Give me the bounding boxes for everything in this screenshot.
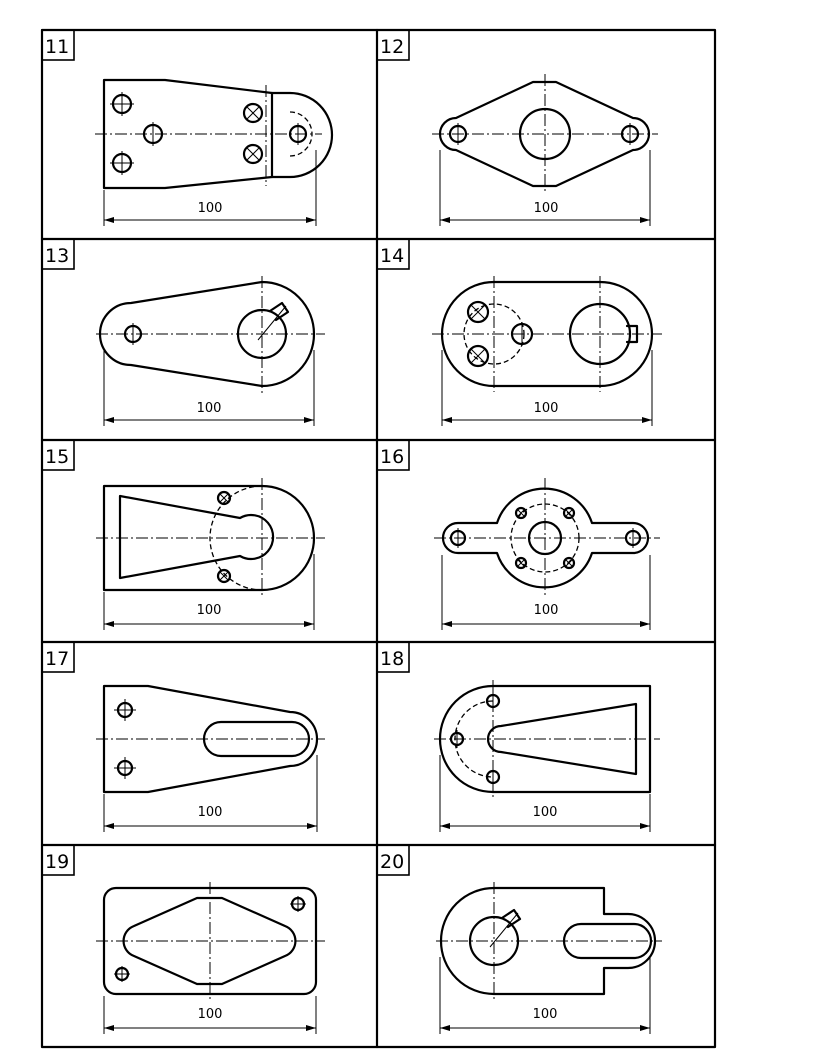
panel-number: 14 [380, 245, 404, 267]
hole [485, 692, 501, 710]
panel-number: 12 [380, 36, 404, 58]
part-outline [441, 487, 650, 589]
part-outline [98, 280, 316, 388]
hole [466, 300, 490, 324]
hole [514, 556, 528, 570]
hole [562, 556, 576, 570]
dimension-label: 100 [533, 1007, 558, 1022]
hole [216, 568, 232, 584]
dimension-line: 100 [439, 755, 651, 832]
hole [449, 730, 465, 748]
dimension-line: 100 [441, 555, 651, 630]
panel-number: 18 [380, 648, 404, 670]
panel-number: 16 [380, 446, 404, 468]
panel-number-box [376, 844, 410, 876]
slot [202, 720, 311, 758]
panel-15: 15 100 [41, 439, 325, 630]
hole [236, 308, 288, 360]
part-outline [438, 684, 652, 794]
dimension-label: 100 [198, 201, 223, 216]
hole [110, 92, 134, 116]
dimension-line: 100 [103, 996, 317, 1034]
dimension-label: 100 [197, 603, 222, 618]
keyway [625, 324, 639, 344]
inner-cutout [122, 896, 297, 986]
panel-17: 17 100 [41, 641, 325, 832]
part-outline [438, 80, 651, 188]
dimension-line: 100 [103, 150, 317, 226]
panel-number-box [376, 439, 410, 471]
panel-13: 13 100 [41, 238, 325, 426]
hole [514, 506, 528, 520]
hole [466, 344, 490, 368]
hole [242, 143, 264, 165]
hole [568, 302, 632, 366]
dimension-line: 100 [439, 150, 651, 226]
panel-14: 14 100 [376, 238, 662, 426]
hole [123, 323, 143, 345]
hole [448, 123, 468, 145]
hole [468, 915, 520, 967]
hole [242, 102, 264, 124]
dimension-label: 100 [197, 401, 222, 416]
panel-number-box [376, 641, 410, 673]
panel-number-box [41, 238, 75, 270]
panel-number-box [41, 439, 75, 471]
dimension-line: 100 [441, 350, 653, 426]
dimension-line: 100 [439, 957, 651, 1034]
part-outline [102, 684, 319, 794]
slot [562, 922, 653, 960]
panel-19: 19 100 [41, 844, 325, 1034]
inner-cutout [486, 702, 638, 776]
hole [562, 506, 576, 520]
panel-number-box [41, 844, 75, 876]
hole [449, 528, 467, 548]
hole [620, 123, 640, 145]
dimension-label: 100 [533, 805, 558, 820]
hole [288, 123, 308, 145]
panel-number: 15 [45, 446, 69, 468]
panel-12: 12 100 [376, 29, 658, 226]
hole [510, 322, 534, 346]
dimension-label: 100 [534, 401, 559, 416]
panel-number-box [376, 238, 410, 270]
hole [624, 528, 642, 548]
hole [114, 966, 130, 982]
dimension-line: 100 [103, 350, 315, 426]
dimension-line: 100 [103, 755, 318, 832]
panel-11: 11 100 [41, 29, 334, 226]
hole [216, 490, 232, 506]
dimension-label: 100 [534, 201, 559, 216]
panel-16: 16 100 [376, 439, 660, 630]
hole [114, 757, 136, 779]
dimension-label: 100 [198, 805, 223, 820]
hole [114, 699, 136, 721]
hole [290, 896, 306, 912]
dimension-label: 100 [534, 603, 559, 618]
panel-20: 20 100 [376, 844, 662, 1034]
panel-number: 19 [45, 851, 69, 873]
panel-18: 18 100 [376, 641, 660, 832]
inner-cutout [118, 494, 275, 580]
part-outline [102, 78, 334, 190]
hole [485, 768, 501, 786]
hole [518, 107, 572, 161]
dimension-line: 100 [103, 554, 315, 630]
hole [142, 122, 164, 146]
panel-number-box [376, 29, 410, 61]
dimension-label: 100 [198, 1007, 223, 1022]
part-outline [102, 484, 316, 592]
panel-number: 20 [380, 851, 404, 873]
panel-number-box [41, 29, 75, 61]
panel-number: 13 [45, 245, 69, 267]
hole [527, 520, 563, 556]
hole [110, 151, 134, 175]
panel-number: 17 [45, 648, 69, 670]
panel-number-box [41, 641, 75, 673]
panel-number: 11 [45, 36, 69, 58]
